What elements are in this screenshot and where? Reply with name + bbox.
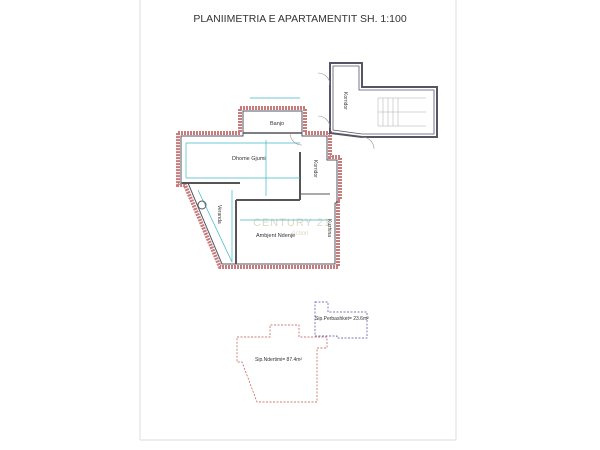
doors xyxy=(289,72,375,150)
area-outline-perbashket xyxy=(314,301,368,339)
room-label-korridor-mid: Korridor xyxy=(312,160,318,178)
svg-text:CENTURY 21: CENTURY 21 xyxy=(253,217,331,229)
room-label-ambjent-ndenje: Ambjent Ndenje xyxy=(256,233,295,239)
watermark-logo: CENTURY 21 Action xyxy=(253,217,331,237)
room-label-kuzhina: Kuzhina xyxy=(326,219,332,237)
area-label-nderimi: Sip.Ndertimi= 87.4m² xyxy=(255,357,302,363)
staircase xyxy=(377,97,426,127)
area-outline-nderimi xyxy=(236,324,328,403)
room-label-dhome-gjumi: Dhome Gjumi xyxy=(232,156,266,162)
room-label-korridor-top: Korridor xyxy=(342,92,348,110)
column xyxy=(197,200,207,210)
area-label-perbashket: Sip.Perbashket= 23.6m² xyxy=(315,316,369,322)
apartment-walls xyxy=(176,62,438,269)
plan-title: PLANIIMETRIA E APARTAMENTIT SH. 1:100 xyxy=(193,13,407,25)
dimension-lines xyxy=(185,97,330,263)
room-label-veranda: Veranda xyxy=(216,205,222,224)
room-label-banjo: Banjo xyxy=(270,121,284,127)
svg-text:Action: Action xyxy=(292,231,309,237)
